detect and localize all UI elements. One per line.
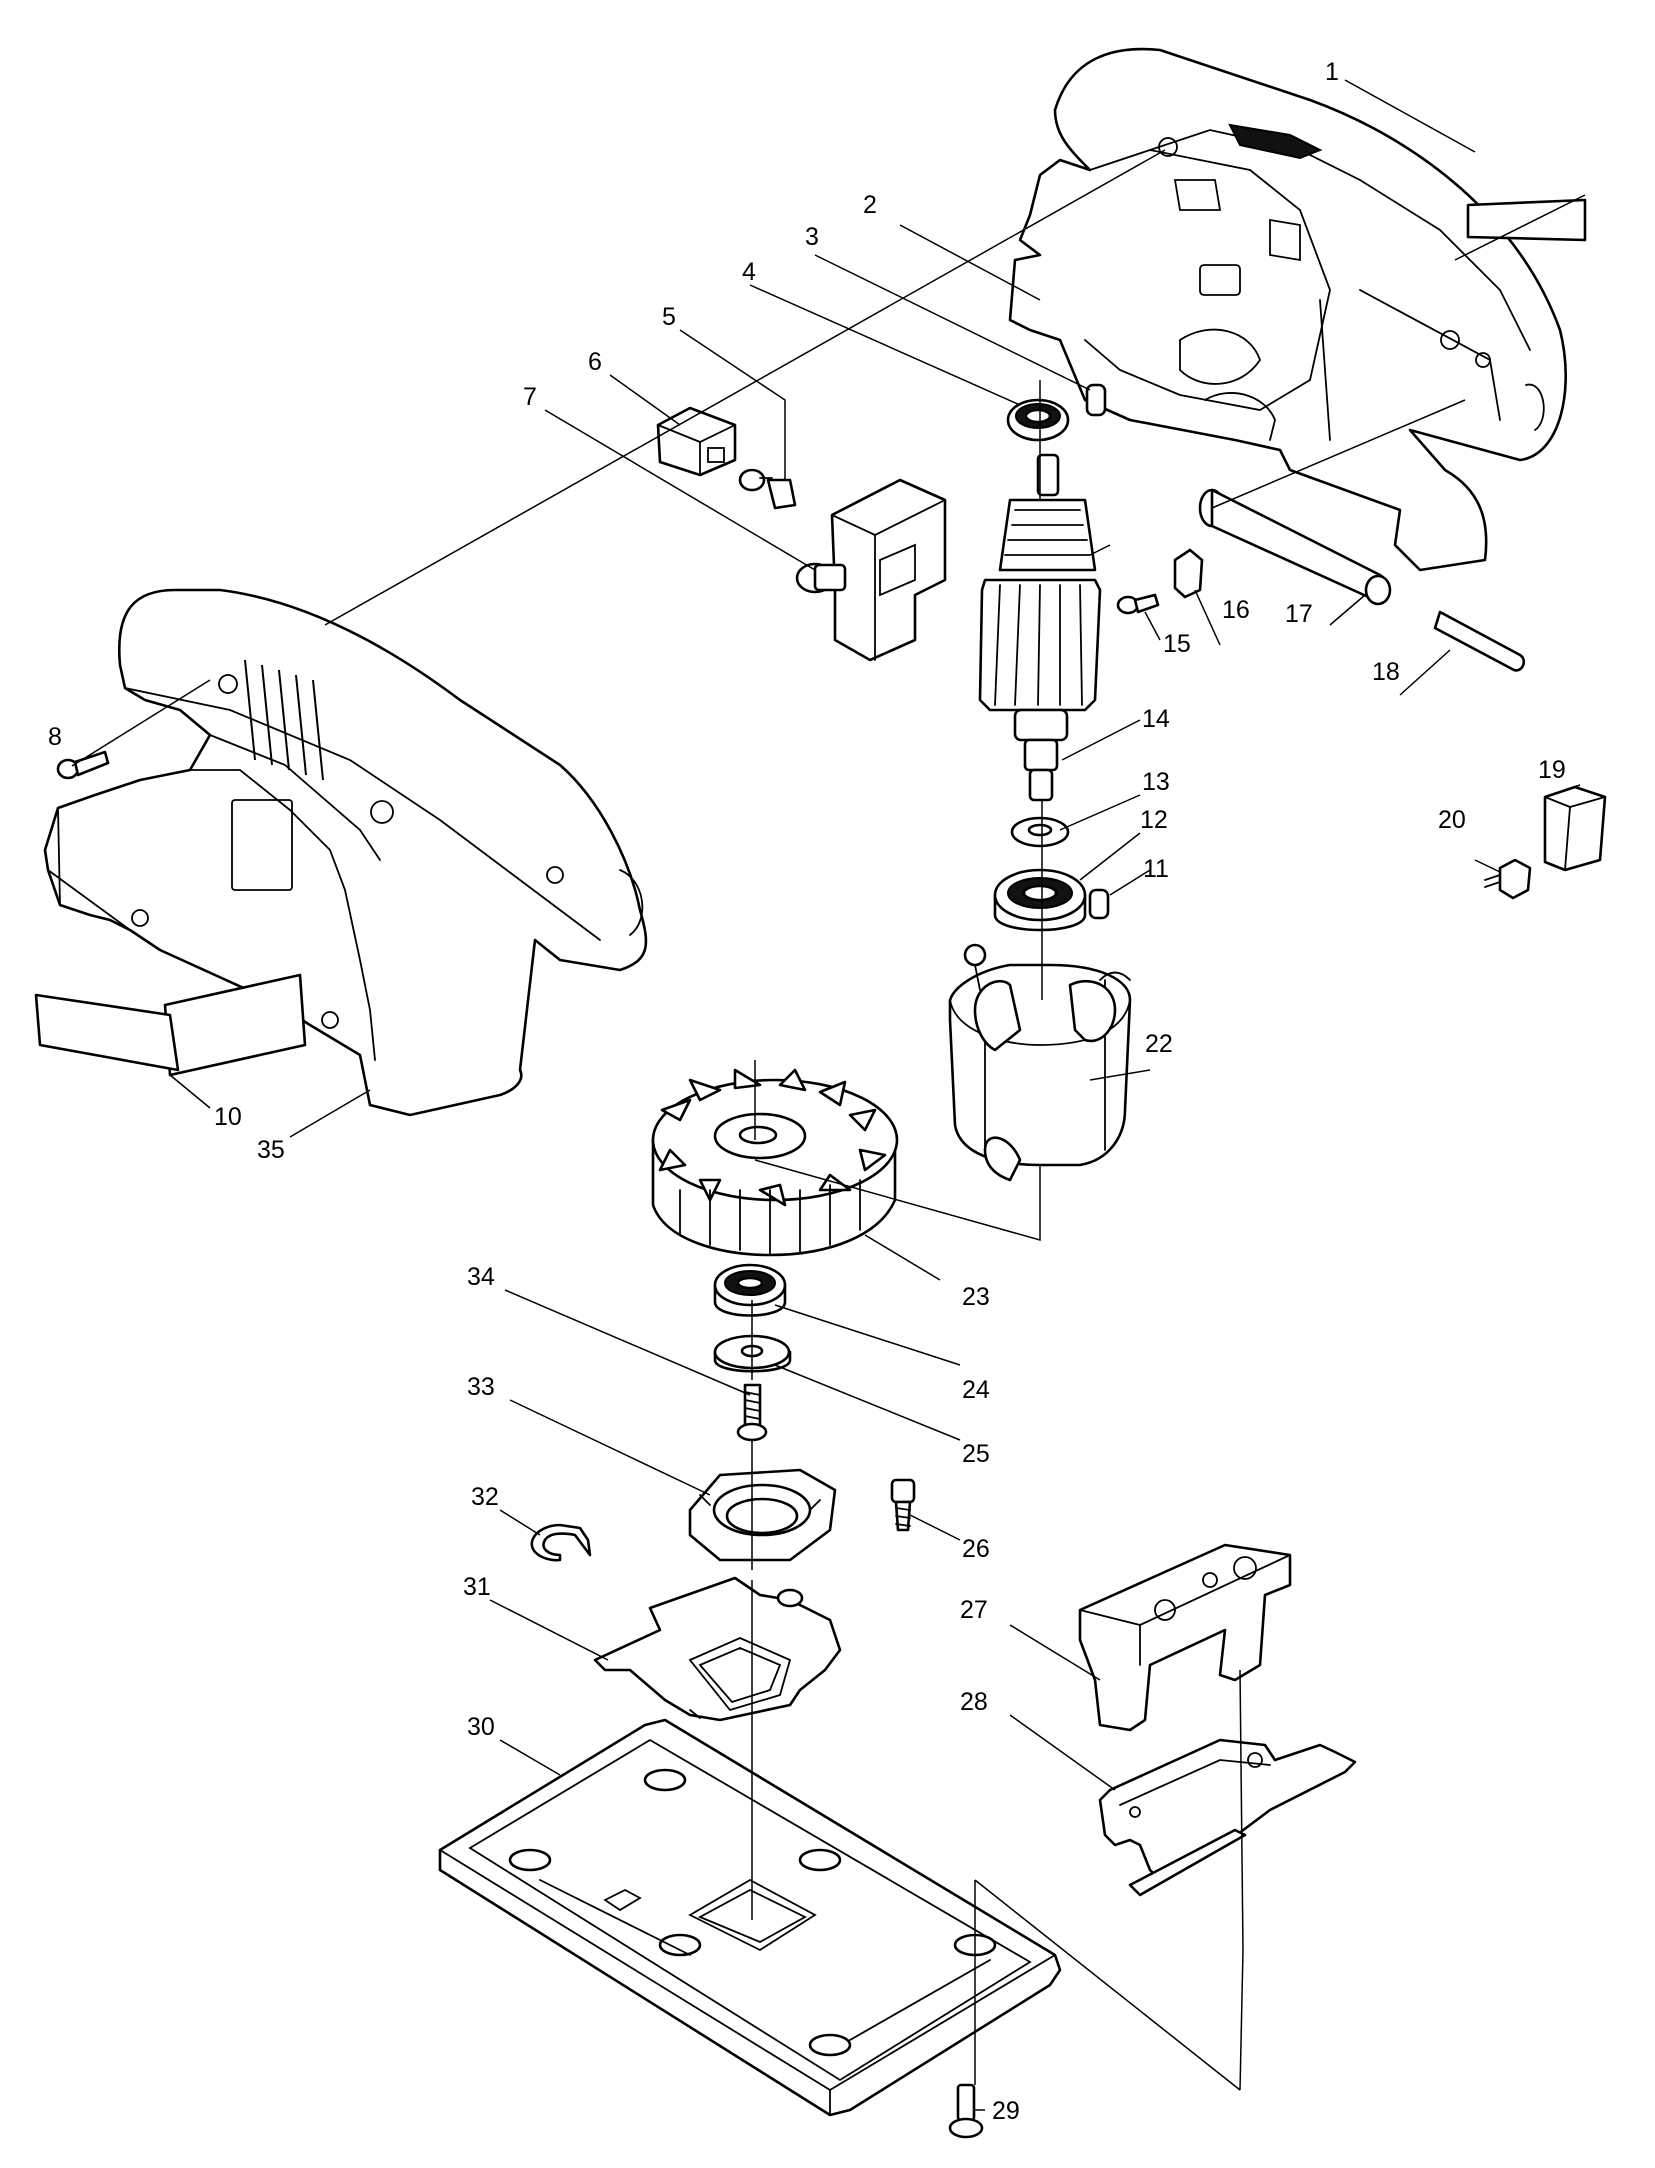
callout-19: 19 (1538, 756, 1566, 784)
leader-lines (71, 79, 1586, 2111)
part-8-screw (56, 750, 110, 780)
callout-11: 11 (1143, 855, 1169, 883)
callout-35: 35 (257, 1136, 285, 1164)
part-31-plate (593, 1576, 842, 1722)
part-4-bearing (1006, 398, 1070, 442)
callout-25: 25 (962, 1440, 990, 1468)
callout-32: 32 (471, 1483, 499, 1511)
part-11-pin (1088, 888, 1110, 920)
callout-20: 20 (1438, 806, 1466, 834)
part-18-cord (1433, 610, 1526, 672)
part-28-lever (1098, 1738, 1357, 1897)
callout-22: 22 (1145, 1030, 1173, 1058)
part-5-brush (738, 468, 797, 510)
part-34-screw (736, 1383, 768, 1442)
callout-1: 1 (1325, 58, 1339, 86)
callout-3: 3 (805, 223, 819, 251)
part-16-lug (1173, 548, 1204, 599)
part-10-label-plate (34, 993, 180, 1072)
part-6-terminal (656, 406, 737, 477)
callout-labels: 1 2 3 4 5 6 7 8 10 11 12 13 14 15 16 17 … (48, 58, 1566, 2125)
callout-8: 8 (48, 723, 62, 751)
callout-24: 24 (962, 1376, 990, 1404)
callout-13: 13 (1142, 768, 1170, 796)
callout-26: 26 (962, 1535, 990, 1563)
part-24-bearing (713, 1263, 787, 1317)
callout-34: 34 (467, 1263, 495, 1291)
callout-31: 31 (463, 1573, 491, 1601)
callout-33: 33 (467, 1373, 495, 1401)
part-33-bearing-housing (688, 1468, 837, 1562)
part-23-fan (651, 1068, 899, 1257)
part-1-label-plate (1466, 198, 1587, 242)
callout-14: 14 (1142, 705, 1170, 733)
part-17-cord-guard (1198, 488, 1392, 606)
part-20-carbon-brush (1484, 858, 1532, 900)
part-12-bearing (993, 868, 1087, 932)
callout-4: 4 (742, 258, 756, 286)
callout-27: 27 (960, 1596, 988, 1624)
callout-5: 5 (662, 303, 676, 331)
callout-6: 6 (588, 348, 602, 376)
callout-23: 23 (962, 1283, 990, 1311)
part-7-switch (795, 478, 947, 662)
part-13-washer (1010, 816, 1070, 848)
callout-10: 10 (214, 1103, 242, 1131)
callout-7: 7 (523, 383, 537, 411)
part-15-screw (1116, 593, 1160, 615)
callout-2: 2 (863, 191, 877, 219)
part-19-brush-cap (1543, 785, 1607, 872)
part-14-armature (978, 453, 1102, 802)
part-32-clip (530, 1523, 592, 1562)
callout-16: 16 (1222, 596, 1250, 624)
part-1-housing-right (1008, 47, 1567, 572)
part-30-base-plate (438, 1718, 1062, 2117)
part-27-bracket (1078, 1543, 1292, 1732)
callout-28: 28 (960, 1688, 988, 1716)
callout-17: 17 (1285, 600, 1313, 628)
callout-15: 15 (1163, 630, 1191, 658)
part-22-field (948, 943, 1132, 1182)
part-35-housing-left (43, 588, 648, 1117)
assembly-axis-lines (324, 149, 1466, 2091)
part-29-screw (948, 2083, 984, 2139)
part-26-screw (890, 1478, 916, 1532)
callout-29: 29 (992, 2097, 1020, 2125)
part-3-pin (1085, 383, 1107, 417)
callout-12: 12 (1140, 806, 1168, 834)
callout-30: 30 (467, 1713, 495, 1741)
callout-18: 18 (1372, 658, 1400, 686)
